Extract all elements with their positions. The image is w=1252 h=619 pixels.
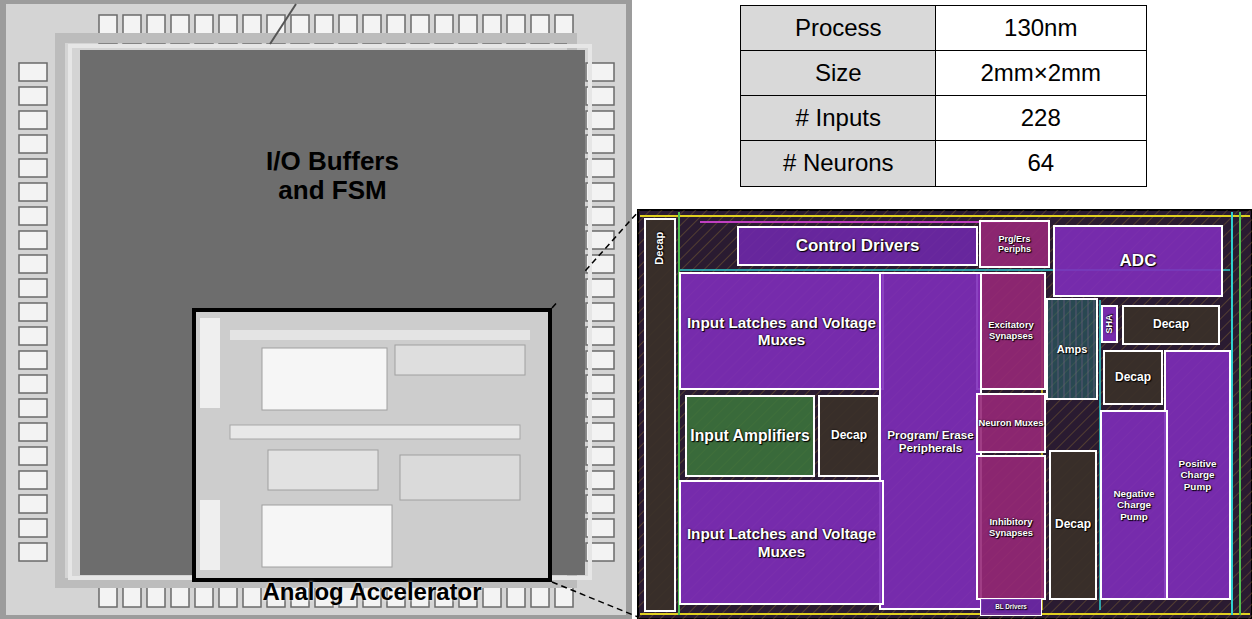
table-cell: Process xyxy=(740,5,937,52)
block-label: Negative Charge Pump xyxy=(1102,488,1166,521)
table-text: 228 xyxy=(1021,104,1061,132)
layout-block: Neuron Muxes xyxy=(976,393,1046,453)
decap-block: Decap xyxy=(1122,305,1220,345)
metal-line xyxy=(640,215,1250,217)
block-label: Input Latches and Voltage Muxes xyxy=(681,525,882,559)
layout-block: Amps xyxy=(1046,298,1098,400)
block-label: Neuron Muxes xyxy=(978,418,1043,429)
layout-panel xyxy=(638,210,1252,619)
die-structure xyxy=(400,455,520,500)
metal-line xyxy=(1231,212,1233,615)
block-label: ADC xyxy=(1120,251,1157,270)
block-label: Decap xyxy=(1153,318,1189,331)
die-structure xyxy=(200,318,220,408)
table-text: # Neurons xyxy=(783,149,894,177)
table-cell: 2mm×2mm xyxy=(935,50,1147,97)
decap-block: Decap xyxy=(644,218,676,612)
zoom-line xyxy=(552,582,638,617)
table-cell: 228 xyxy=(935,95,1147,142)
table-text: Size xyxy=(815,59,862,87)
layout-block: Program/ Erase Peripherals xyxy=(879,272,982,610)
block-label: Control Drivers xyxy=(796,236,920,255)
block-label: Decap xyxy=(654,232,666,265)
synapse-array: Excitatory Synapses xyxy=(976,272,1046,390)
decap-block: Decap xyxy=(1103,350,1163,405)
block-label: Input Latches and Voltage Muxes xyxy=(681,314,882,348)
block-label: Decap xyxy=(1055,518,1091,531)
table-cell: # Neurons xyxy=(740,140,937,187)
bond-wire xyxy=(270,4,296,44)
charge-pump: Negative Charge Pump xyxy=(1100,410,1168,600)
decap-block: Decap xyxy=(818,395,880,477)
die-edge xyxy=(0,0,632,619)
table-text: 64 xyxy=(1027,149,1054,177)
block-label: SHA xyxy=(1104,314,1114,333)
block-label: Prg/Ers Periphs xyxy=(981,234,1048,254)
die-structure xyxy=(262,505,392,567)
block-label: I/O Buffers and FSM xyxy=(245,147,420,205)
analog-region xyxy=(192,308,552,582)
die-structure xyxy=(230,425,520,439)
die-structure xyxy=(268,450,378,490)
block-label: Inhibitory Synapses xyxy=(978,517,1044,538)
synapse-array: Inhibitory Synapses xyxy=(976,455,1046,600)
digital-region-label: I/O Buffers and FSM xyxy=(80,50,585,302)
layout-block: Prg/Ers Periphs xyxy=(979,220,1050,268)
table-cell: # Inputs xyxy=(740,95,937,142)
block-label: Analog Accelerator xyxy=(262,579,481,606)
block-label: Input Amplifiers xyxy=(690,427,809,445)
metal-line xyxy=(640,613,1250,615)
die-structure xyxy=(395,345,525,375)
layout-block: BL Drivers xyxy=(980,598,1042,616)
block-label: Positive Charge Pump xyxy=(1166,458,1229,491)
layout-block: Input Latches and Voltage Muxes xyxy=(679,272,884,390)
table-text: 2mm×2mm xyxy=(980,59,1101,87)
block-label: Decap xyxy=(831,429,867,442)
die-structure xyxy=(262,348,387,410)
table-cell: Size xyxy=(740,50,937,97)
layout-block: SHA xyxy=(1101,305,1118,343)
die-surface xyxy=(6,4,626,615)
metal-line xyxy=(1239,212,1241,615)
block-label: Amps xyxy=(1057,343,1088,355)
layout-block: Input Latches and Voltage Muxes xyxy=(679,480,884,605)
bond-pads xyxy=(18,60,48,564)
table-text: Process xyxy=(795,14,882,42)
layout-block: ADC xyxy=(1053,225,1223,297)
table-text: # Inputs xyxy=(796,104,881,132)
die-structure xyxy=(230,330,530,340)
layout-hatch xyxy=(638,210,1252,619)
block-label: BL Drivers xyxy=(995,603,1027,610)
accelerator-outline: Analog Accelerator xyxy=(192,308,552,582)
metal-line xyxy=(700,221,1000,223)
layout-block: Control Drivers xyxy=(737,226,978,266)
die-structure xyxy=(200,500,220,570)
charge-pump: Positive Charge Pump xyxy=(1164,350,1231,600)
table-cell: 64 xyxy=(935,140,1147,187)
block-label: Excitatory Synapses xyxy=(978,320,1044,341)
decap-block: Decap xyxy=(1049,450,1097,600)
layout-block: Input Amplifiers xyxy=(685,395,815,477)
block-label: Decap xyxy=(1115,371,1151,384)
table-text: 130nm xyxy=(1004,14,1077,42)
block-label: Program/ Erase Peripherals xyxy=(881,428,980,454)
table-cell: 130nm xyxy=(935,5,1147,52)
